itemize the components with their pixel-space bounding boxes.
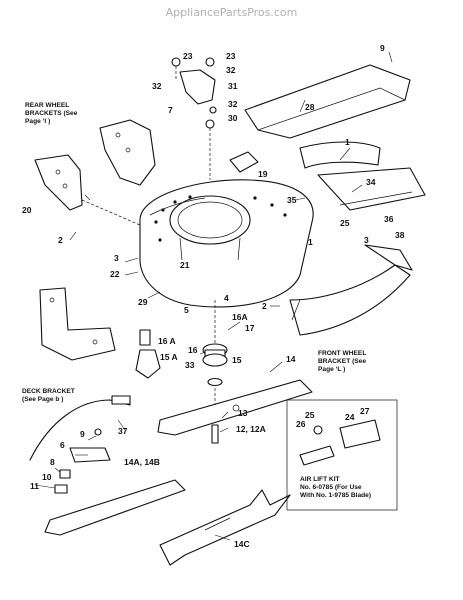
top-hanger-bracket [171, 57, 217, 180]
callout-15: 15 [232, 355, 242, 365]
callout-29: 29 [138, 297, 148, 307]
callout-33: 33 [185, 360, 195, 370]
callout-9-lower: 9 [80, 429, 85, 439]
bracket-19 [229, 151, 259, 173]
callout-27: 27 [360, 406, 370, 416]
callout-30: 30 [228, 113, 238, 123]
callout-9: 9 [380, 43, 385, 53]
callout-4: 4 [224, 293, 229, 303]
discharge-deflector [244, 64, 426, 211]
spindle-assembly [135, 300, 228, 444]
cable-37 [29, 395, 131, 461]
callout-6: 6 [60, 440, 65, 450]
callout-14A-14B: 14A, 14B [124, 457, 160, 467]
callout-17: 17 [245, 323, 255, 333]
air-lift-kit-note: AIR LIFT KIT No. 6-0785 (For Use With No… [300, 476, 372, 499]
callout-24: 24 [345, 412, 355, 422]
deck-bracket [39, 287, 116, 361]
callout-10: 10 [42, 472, 52, 482]
callout-32-left: 32 [152, 81, 162, 91]
rear-wheel-brackets-note: REAR WHEEL BRACKETS (See Page ‘I ) [25, 102, 78, 125]
callout-14C: 14C [234, 539, 250, 549]
callout-1-upper: 1 [345, 137, 350, 147]
air-lift-kit-frame [286, 399, 398, 511]
callout-25-upper: 25 [340, 218, 350, 228]
callout-37: 37 [118, 426, 128, 436]
callout-36: 36 [384, 214, 394, 224]
front-wheel-bracket-note: FRONT WHEEL BRACKET (See Page ‘L ) [318, 350, 367, 373]
mower-deck-housing [139, 179, 314, 308]
callout-32-lower: 32 [228, 99, 238, 109]
callout-2-right: 2 [262, 301, 267, 311]
callout-38: 38 [395, 230, 405, 240]
callout-13: 13 [238, 408, 248, 418]
callout-28: 28 [305, 102, 315, 112]
callout-3-right: 3 [364, 235, 369, 245]
callout-2-left: 2 [58, 235, 63, 245]
callout-8: 8 [50, 457, 55, 467]
callout-23-left: 23 [183, 51, 193, 61]
callout-19: 19 [258, 169, 268, 179]
callout-5: 5 [184, 305, 189, 315]
callout-34: 34 [366, 177, 376, 187]
callout-22: 22 [110, 269, 120, 279]
callout-35: 35 [287, 195, 297, 205]
callout-15A: 15 A [160, 352, 178, 362]
callout-11: 11 [30, 481, 39, 491]
blade-14 [157, 379, 313, 436]
callout-12-12A: 12, 12A [236, 424, 266, 434]
callout-14: 14 [286, 354, 296, 364]
callout-32-upper: 32 [226, 65, 236, 75]
callout-1-housing: 1 [308, 237, 313, 247]
callout-23-right: 23 [226, 51, 236, 61]
small-hardware [54, 428, 111, 494]
callout-26: 26 [296, 419, 306, 429]
callout-31: 31 [228, 81, 238, 91]
blade-14c [159, 489, 291, 566]
callout-7: 7 [168, 105, 173, 115]
deck-bracket-note: DECK BRACKET (See Page b ) [22, 388, 75, 403]
callout-3-left: 3 [114, 253, 119, 263]
callout-21: 21 [180, 260, 190, 270]
front-wheel-bracket [289, 244, 413, 336]
blade-14a-14b [44, 479, 186, 536]
leader-lines [34, 51, 393, 541]
callout-16A-upper: 16A [232, 312, 248, 322]
site-watermark: AppliancePartsPros.com [165, 6, 298, 19]
callout-20: 20 [22, 205, 32, 215]
callout-16: 16 [188, 345, 198, 355]
callout-25-kit: 25 [305, 410, 315, 420]
rear-wheel-brackets [34, 119, 156, 226]
callout-16A-left: 16 A [158, 336, 176, 346]
